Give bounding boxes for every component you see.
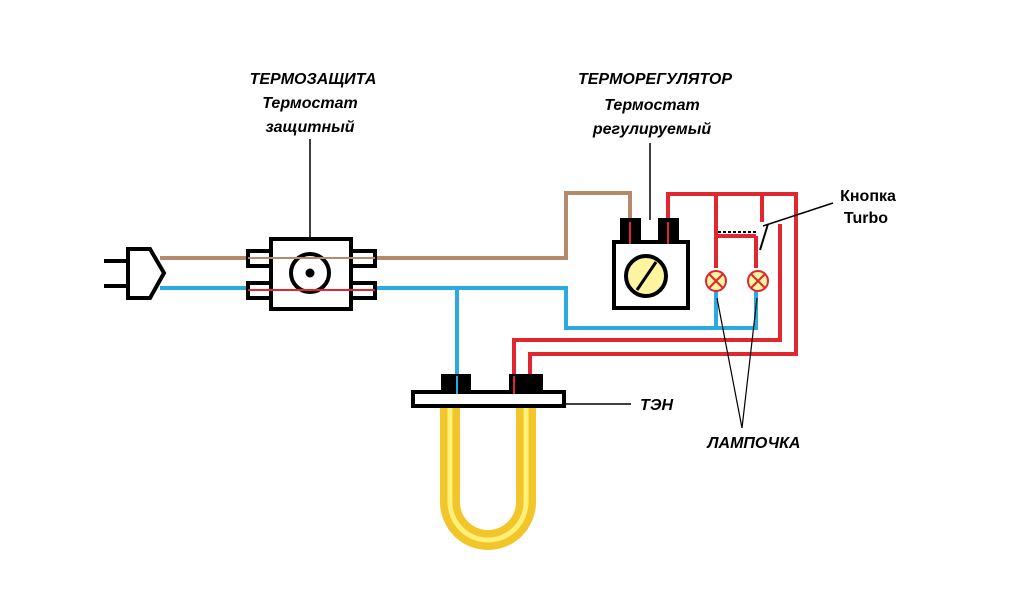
brown-wires — [160, 191, 632, 260]
blue-wire-main — [160, 286, 758, 330]
red-wires — [512, 192, 798, 378]
lamp-pointer-right — [741, 297, 758, 429]
thermal-protection-line2: защитный — [265, 119, 354, 136]
turbo-button-label-line1: Кнопка — [840, 188, 896, 205]
heater-label: ТЭН — [640, 397, 673, 414]
protector-dial-center — [305, 268, 315, 278]
regulator-knob-mark — [635, 261, 658, 291]
heater-element-icon — [411, 374, 566, 550]
lamp-right-icon — [747, 270, 769, 292]
plug-body — [126, 247, 167, 300]
lamp-pointers — [716, 297, 758, 429]
plug-icon — [104, 247, 167, 300]
thermal-protector-icon — [246, 237, 377, 311]
turbo-switch-blade — [759, 223, 769, 251]
thermal-protection-title: ТЕРМОЗАЩИТА — [250, 71, 377, 88]
heater-flange — [411, 390, 566, 408]
protector-body — [269, 237, 353, 311]
blue-wires — [160, 286, 758, 378]
thermoregulator-title: ТЕРМОРЕГУЛЯТОР — [578, 71, 732, 88]
lamp-right-cross-b — [750, 273, 766, 289]
lamp-pointer-left — [716, 297, 743, 429]
heater-tube-inner — [447, 406, 529, 543]
lamp-left-cross-b — [708, 273, 724, 289]
thermal-protection-line1: Термостат — [262, 95, 357, 112]
lamp-left-icon — [705, 270, 727, 292]
thermoregulator-line2: регулируемый — [592, 121, 711, 138]
heater-tube-outer — [440, 406, 536, 550]
turbo-switch-icon — [718, 223, 769, 251]
lamp-label: ЛАМПОЧКА — [707, 435, 801, 452]
turbo-button-label-line2: Turbo — [844, 210, 888, 227]
heater-terminal-right — [509, 374, 543, 394]
red-wire-inner — [512, 224, 782, 378]
red-wire-top — [528, 192, 798, 378]
thermoregulator-icon — [612, 218, 690, 310]
thermoregulator-line1: Термостат — [604, 97, 699, 114]
brown-wire-main — [160, 191, 632, 260]
turbo-pointer — [762, 202, 834, 227]
